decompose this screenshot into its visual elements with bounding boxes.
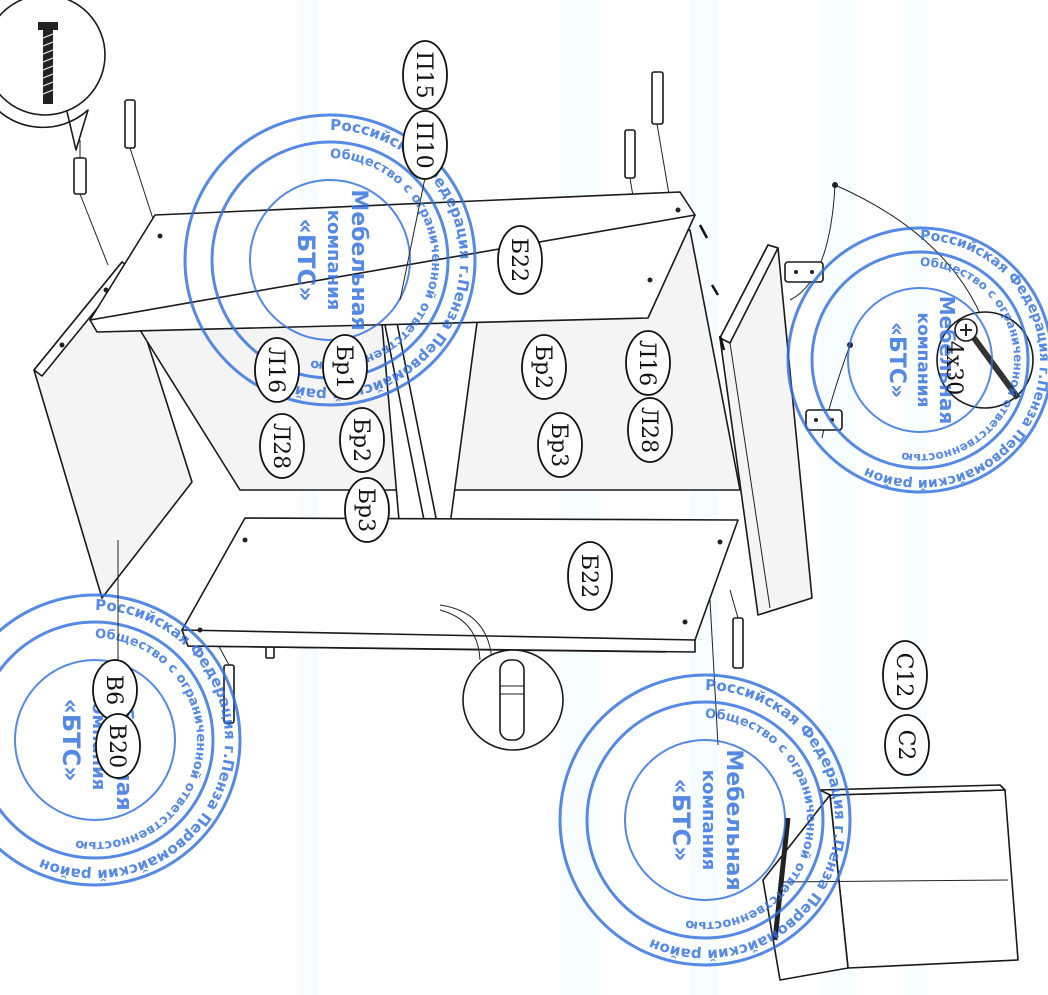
label-v20: В20: [104, 724, 129, 768]
label-c12: С12: [891, 653, 916, 698]
dowel-pins: [73, 71, 744, 746]
stamp-2-line1: Мебельная: [935, 296, 959, 424]
stamp-1-line3: «БТС»: [292, 218, 320, 301]
side-panel-right: [719, 244, 813, 616]
label-l16-b: Л16: [263, 347, 288, 393]
label-br1: Бр1: [331, 345, 356, 389]
stamp-2-line2: компания: [913, 313, 933, 408]
label-l28-b: Л28: [268, 423, 293, 469]
stamp-3-line3: «БТС»: [667, 778, 695, 861]
hinge-detail-icon: [784, 182, 1034, 439]
label-br3-a: Бр3: [546, 423, 571, 467]
label-v6: В6: [101, 675, 126, 705]
door-block: [762, 784, 1019, 981]
label-l28-a: Л28: [636, 407, 661, 453]
dowel-detail-icon: [439, 604, 564, 751]
label-br2-a: Бр2: [530, 345, 555, 389]
label-br2-b: Бр2: [348, 418, 373, 462]
stamp-1-line1: Мебельная: [346, 189, 371, 330]
label-b22-top: Б22: [506, 238, 531, 282]
stamp-2-line3: «БТС»: [884, 322, 909, 398]
label-br3-b: Бр3: [353, 488, 378, 532]
label-p15: П15: [411, 51, 436, 98]
label-screw-size: 4х30: [941, 341, 966, 395]
label-c2: С2: [893, 730, 918, 761]
part-labels: П15 П10 Б22 Л16 Л28 Бр2 Бр3 Бр1: [92, 40, 966, 779]
screw-set-right: [698, 224, 726, 351]
label-p10: П10: [411, 121, 436, 168]
stamp-3-line1: Мебельная: [721, 749, 746, 890]
screw-detail-icon: [0, 0, 106, 160]
stamp-4-line3: «БТС»: [57, 698, 85, 781]
stamp-3-line2: компания: [698, 770, 719, 871]
label-l16-a: Л16: [634, 340, 659, 386]
stamp-1-line2: компания: [323, 210, 344, 311]
label-b22-bottom: Б22: [576, 554, 601, 598]
